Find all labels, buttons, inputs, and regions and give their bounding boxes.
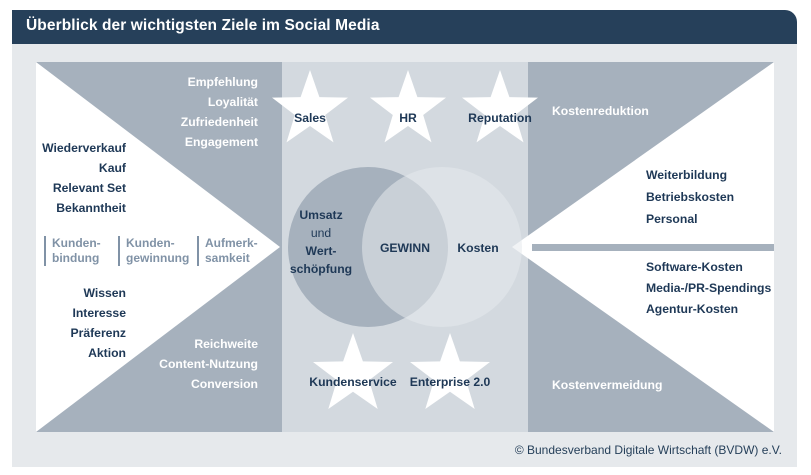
copyright-credit: © Bundesverband Digitale Wirtschaft (BVD… [514, 443, 782, 457]
list-item: Betriebskosten [646, 190, 735, 204]
venn-overlap-label: GEWINN [379, 241, 431, 255]
star-reputation-shape [462, 70, 538, 143]
star-label-kundenservice: Kundenservice [309, 375, 397, 389]
venn-circle-right [362, 167, 522, 327]
column-line: bindung [52, 251, 100, 265]
list-item: Weiterbildung [646, 168, 728, 182]
list-item: Media-/PR-Spendings [646, 281, 772, 295]
list-item: Kauf [98, 161, 126, 175]
venn-left-line: schöpfung [289, 262, 353, 276]
star-label-enterprise: Enterprise 2.0 [409, 375, 491, 389]
list-item: Relevant Set [52, 181, 126, 195]
list-item: Präferenz [70, 326, 126, 340]
left-white-triangle [36, 62, 280, 432]
list-item: Reichweite [194, 337, 258, 351]
right-top-label: Kostenreduktion [552, 104, 649, 118]
left-lower-white-list: Reichweite Content-Nutzung Conversion [130, 334, 258, 394]
list-item: Wiederverkauf [42, 141, 126, 155]
star-label-reputation: Reputation [468, 111, 532, 125]
list-item: Empfehlung [187, 75, 258, 89]
list-item: Aktion [88, 346, 126, 360]
list-item: Loyalität [207, 95, 258, 109]
left-bottom-list: Wissen Interesse Präferenz Aktion [40, 283, 126, 363]
column-line: Kunden- [126, 236, 175, 250]
column-line: gewinnung [126, 251, 190, 265]
star-hr-shape [370, 70, 446, 143]
intern-label: INTERN [552, 223, 621, 240]
list-item: Agentur-Kosten [646, 302, 739, 316]
venn-left-label: Umsatz und Wert- schöpfung [288, 206, 354, 278]
extern-list: Software-Kosten Media-/PR-Spendings Agen… [646, 257, 771, 320]
extern-label: EXTERN [552, 256, 626, 273]
column-kundengewinnung: Kunden- gewinnung [118, 236, 189, 266]
list-item: Software-Kosten [646, 260, 743, 274]
list-item: Conversion [190, 377, 258, 391]
list-item: Personal [646, 212, 698, 226]
right-bottom-label: Kostenvermeidung [552, 378, 663, 392]
venn-left-line: Umsatz [299, 208, 343, 222]
column-aufmerksamkeit: Aufmerk- samkeit [197, 236, 258, 266]
star-enterprise-shape [410, 333, 490, 409]
star-sales-shape [272, 70, 348, 143]
list-item: Interesse [72, 306, 126, 320]
list-item: Bekanntheit [56, 201, 126, 215]
column-line: Kunden- [52, 236, 101, 250]
intern-extern-divider [532, 244, 774, 251]
left-top-list: Wiederverkauf Kauf Relevant Set Bekannth… [40, 138, 126, 218]
header-bar [12, 10, 797, 44]
list-item: Content-Nutzung [159, 357, 258, 371]
intern-list: Weiterbildung Betriebskosten Personal [646, 164, 734, 230]
list-item: Zufriedenheit [180, 115, 258, 129]
column-line: samkeit [205, 251, 250, 265]
star-kundenservice-shape [313, 333, 393, 409]
star-label-hr: HR [399, 111, 417, 125]
venn-left-line: Wert- [305, 244, 337, 258]
column-kundenbindung: Kunden- bindung [44, 236, 101, 266]
left-upper-white-list: Empfehlung Loyalität Zufriedenheit Engag… [130, 72, 258, 152]
venn-left-line: und [310, 226, 332, 240]
list-item: Wissen [83, 286, 126, 300]
star-label-sales: Sales [294, 111, 326, 125]
list-item: Engagement [184, 135, 258, 149]
venn-right-label: Kosten [457, 241, 499, 255]
page-title: Überblick der wichtigsten Ziele im Socia… [26, 17, 380, 34]
column-line: Aufmerk- [205, 236, 258, 250]
